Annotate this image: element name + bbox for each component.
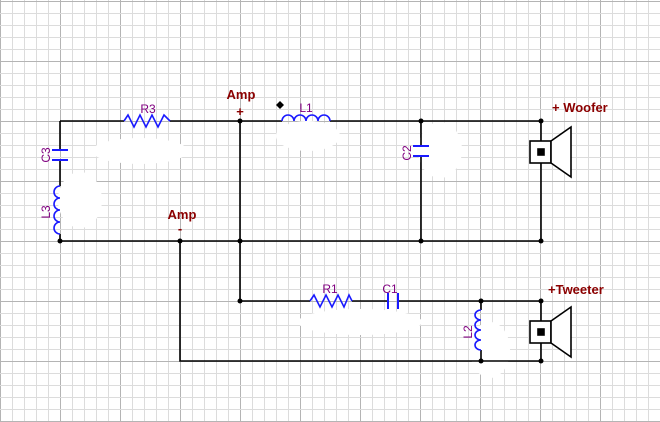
label-r3: R3 bbox=[140, 102, 156, 116]
inductor-l2 bbox=[474, 309, 482, 351]
label-l1: L1 bbox=[299, 101, 313, 115]
label-l3: L3 bbox=[39, 205, 53, 219]
capacitor-c1 bbox=[387, 293, 399, 309]
label-l2: L2 bbox=[461, 325, 475, 339]
label-c2: C2 bbox=[400, 145, 414, 161]
erased-patches bbox=[58, 121, 510, 378]
woofer-speaker-icon bbox=[529, 125, 572, 179]
label-woofer: + Woofer bbox=[552, 100, 608, 115]
polarity-dot-l1 bbox=[276, 101, 284, 109]
capacitor-c3 bbox=[52, 149, 68, 161]
wire-amp-neg bbox=[179, 241, 541, 362]
label-amp-positive: Amp bbox=[227, 87, 256, 102]
junctions bbox=[57, 118, 544, 364]
resistor-r3 bbox=[123, 113, 171, 129]
resistor-r1 bbox=[309, 293, 353, 309]
label-r1: R1 bbox=[322, 282, 338, 296]
capacitor-c2 bbox=[413, 145, 429, 157]
label-amp-negative-sign: - bbox=[178, 221, 182, 236]
inductor-l3 bbox=[53, 185, 61, 235]
inductor-l1 bbox=[281, 114, 331, 122]
wires bbox=[59, 120, 542, 362]
label-tweeter: +Tweeter bbox=[548, 282, 604, 297]
tweeter-speaker-icon bbox=[529, 305, 572, 359]
label-c3: C3 bbox=[39, 147, 53, 163]
label-amp-negative: Amp bbox=[168, 207, 197, 222]
label-amp-positive-sign: + bbox=[236, 104, 244, 119]
label-c1: C1 bbox=[382, 282, 398, 296]
